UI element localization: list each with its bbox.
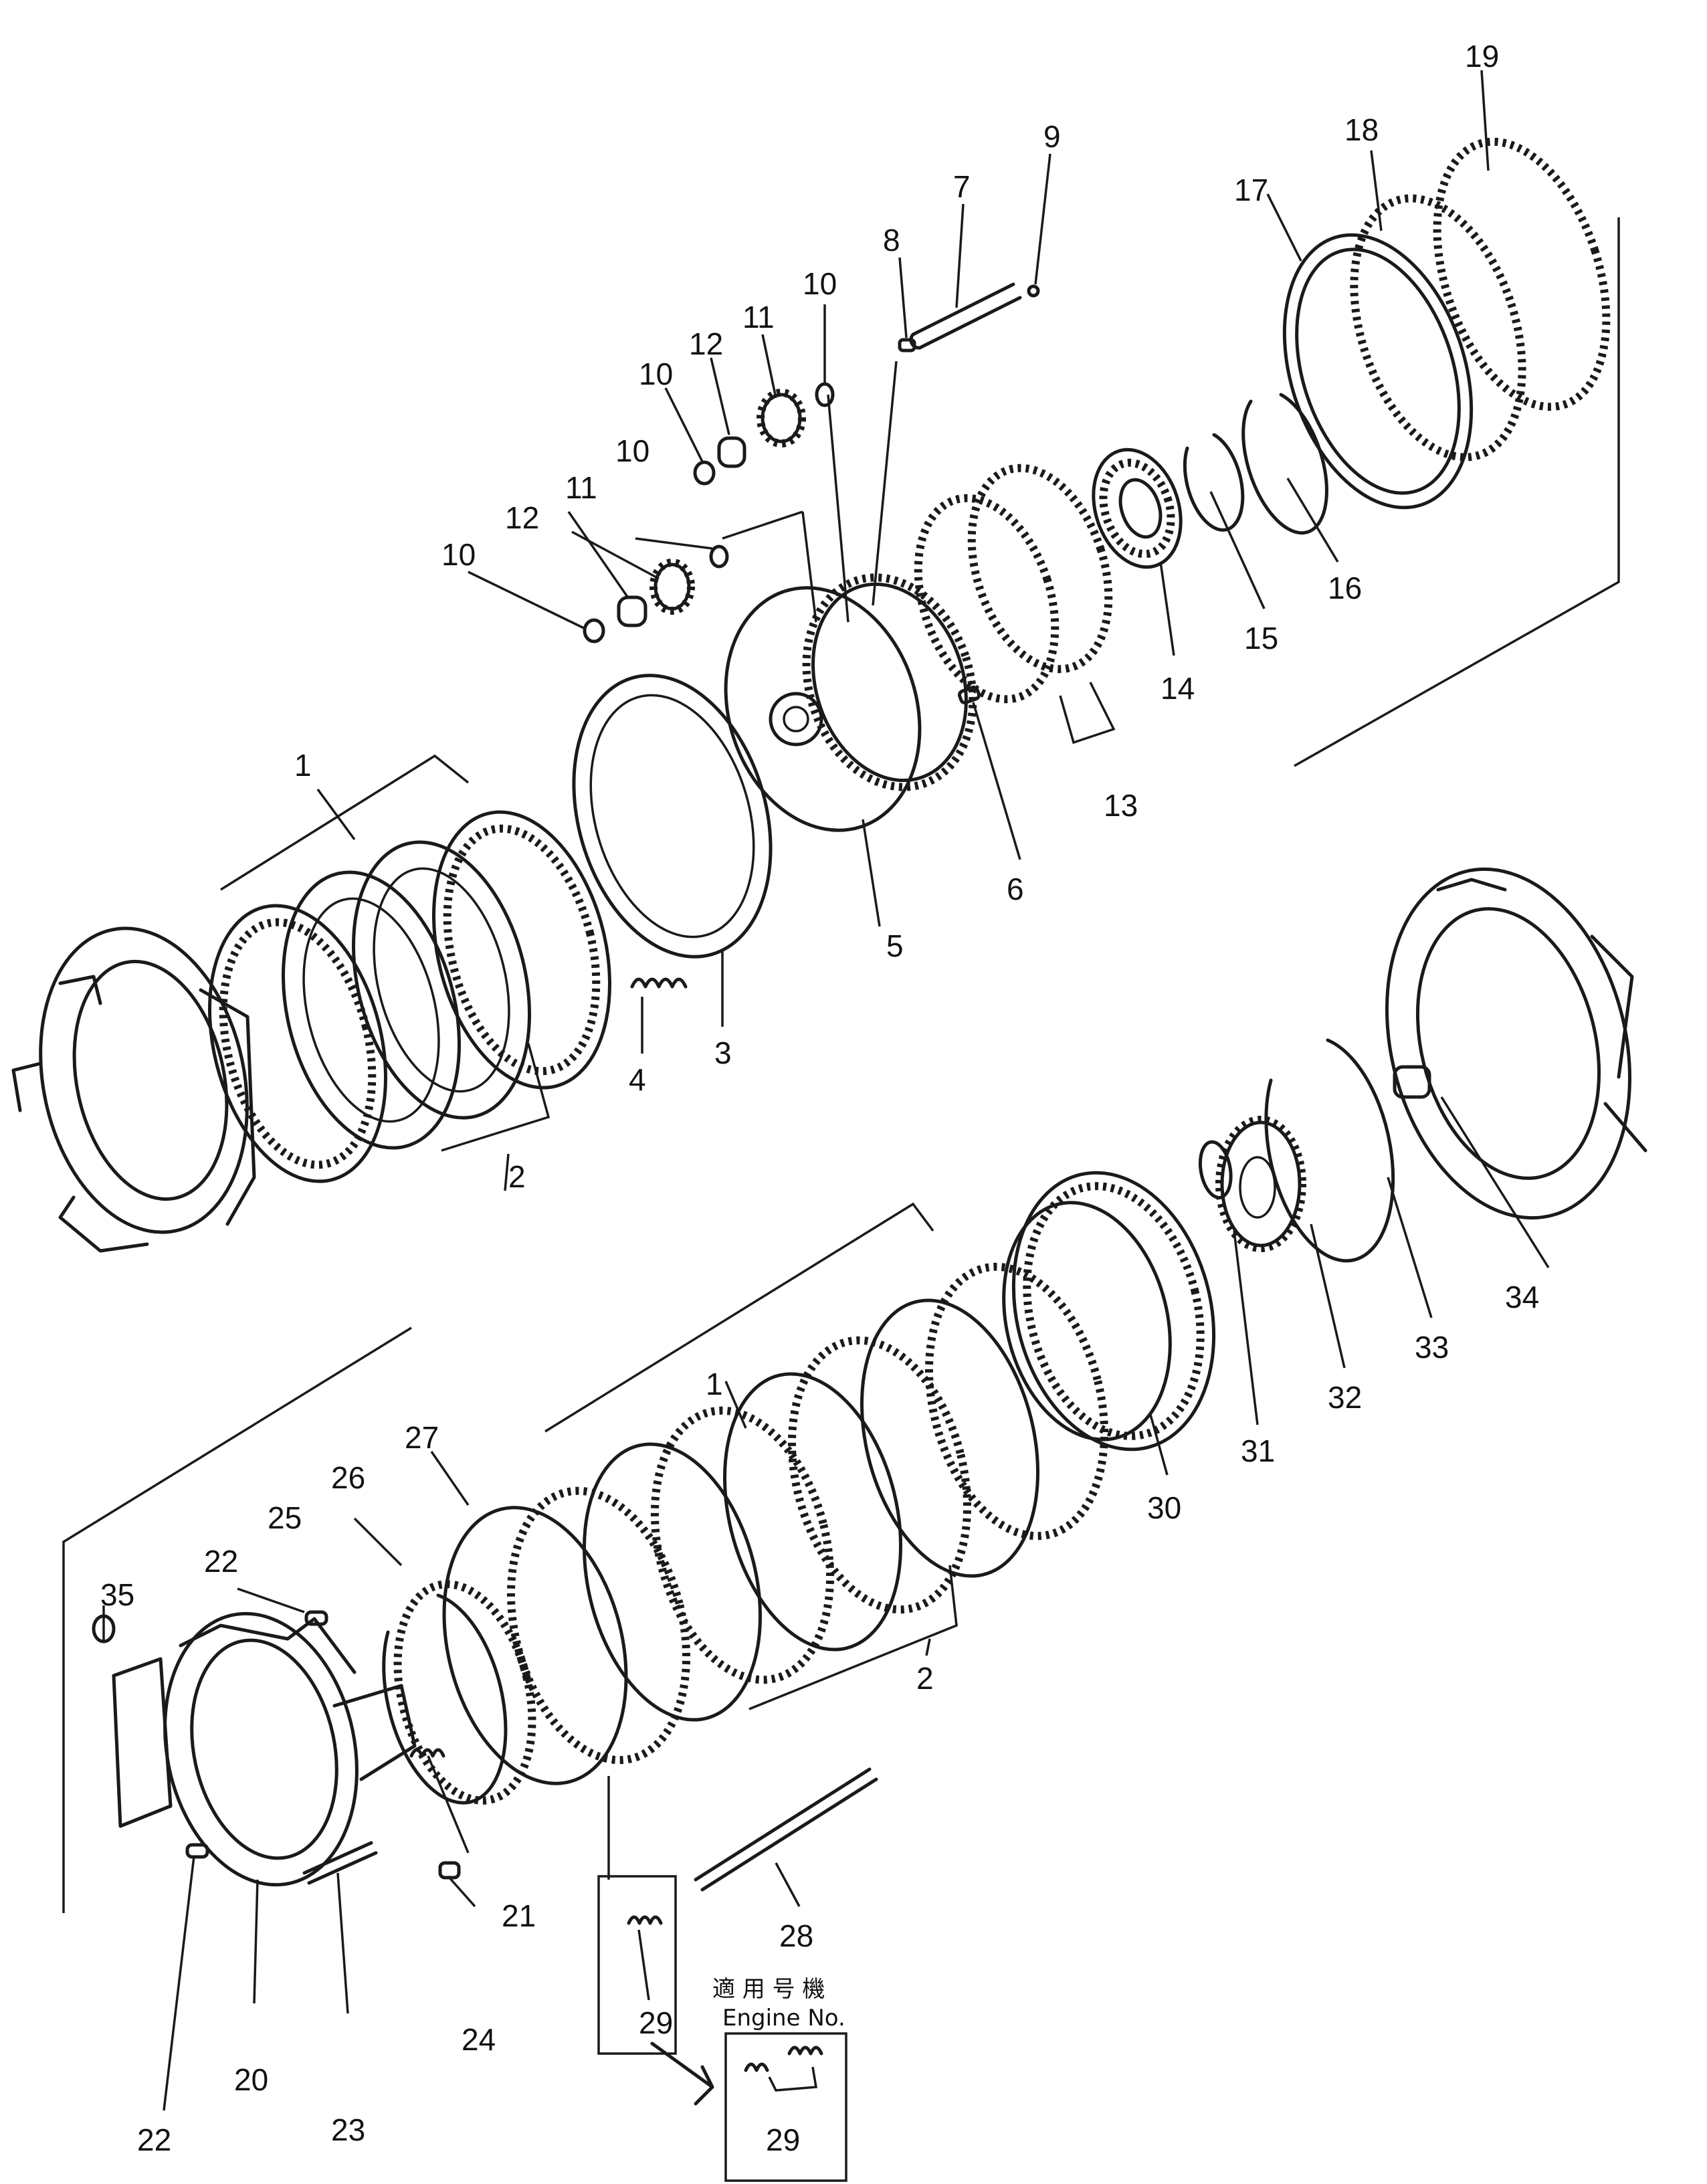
- callout-2: 2: [916, 1661, 934, 1696]
- callout-17: 17: [1234, 173, 1268, 207]
- snap-ring-31: [1198, 1140, 1233, 1199]
- callout-29: 29: [766, 2122, 800, 2157]
- washer-10: [815, 382, 835, 407]
- callout-29: 29: [639, 2005, 673, 2040]
- callout-11: 11: [742, 300, 775, 334]
- pin-23: [302, 1841, 378, 1885]
- spring-21: [409, 1748, 445, 1758]
- ring-gear-30: [1002, 1171, 1216, 1452]
- callout-15: 15: [1244, 621, 1278, 656]
- callout-23: 23: [331, 2112, 365, 2147]
- snap-ring-25: [382, 1593, 508, 1805]
- callout-20: 20: [234, 2062, 268, 2097]
- rod-28: [694, 1767, 878, 1892]
- callout-13: 13: [1104, 788, 1138, 823]
- callout-26: 26: [331, 1460, 365, 1495]
- callout-16: 16: [1328, 571, 1362, 605]
- pin-8: [898, 338, 916, 353]
- bushing-12: [617, 595, 647, 627]
- callout-19: 19: [1465, 39, 1499, 74]
- upper-assembly: [11, 70, 1620, 1253]
- snap-ring-33: [1264, 1038, 1395, 1263]
- carrier-5: [724, 573, 977, 832]
- bearing-14: [1092, 448, 1183, 569]
- plate-27: [442, 1506, 628, 1785]
- callout-labels: 1 2 3 4 5 6 7 8 9 10 10 10 10 11 11 12 1…: [100, 39, 1539, 2157]
- callout-33: 33: [1415, 1330, 1449, 1365]
- bushing-12: [717, 436, 746, 468]
- ring-19: [1433, 137, 1611, 411]
- engine-no-label: Engine No.: [722, 2005, 845, 2031]
- ball-9: [1027, 284, 1040, 298]
- washer-10: [693, 460, 716, 486]
- callout-1: 1: [706, 1367, 723, 1401]
- callout-28: 28: [779, 1918, 813, 1953]
- callout-24: 24: [462, 2022, 496, 2057]
- callout-35: 35: [100, 1577, 134, 1612]
- callout-9: 9: [1043, 119, 1061, 154]
- callout-6: 6: [1007, 872, 1024, 906]
- callout-8: 8: [883, 223, 900, 258]
- pinion-gear-11: [649, 559, 695, 615]
- callout-5: 5: [886, 928, 904, 963]
- lower-leader-lines: [102, 1381, 931, 2111]
- callout-30: 30: [1147, 1490, 1181, 1525]
- pin-22: [185, 1843, 209, 1859]
- callout-21: 21: [502, 1898, 536, 1933]
- shaft-7: [909, 282, 1022, 350]
- callout-25: 25: [268, 1500, 302, 1535]
- callout-10: 10: [441, 537, 476, 572]
- callout-7: 7: [953, 169, 971, 204]
- upper-leader-lines: [316, 70, 1490, 1191]
- right-housing-assembly: [1002, 867, 1647, 1476]
- upper-housing: [11, 926, 256, 1253]
- callout-22: 22: [204, 1544, 238, 1579]
- applicable-serial-label: 適 用 号 機: [712, 1976, 825, 2003]
- washer-10: [709, 544, 729, 569]
- ring-17: [1282, 233, 1474, 510]
- callout-18: 18: [1344, 112, 1379, 147]
- callout-11: 11: [565, 470, 597, 505]
- callout-10: 10: [639, 357, 673, 391]
- spring-detail-box: [597, 1875, 677, 2055]
- callout-10: 10: [803, 266, 837, 301]
- lower-clutch-pack: [506, 1202, 1109, 1765]
- callout-32: 32: [1328, 1380, 1362, 1415]
- bushing-34: [1393, 1065, 1431, 1099]
- callout-27: 27: [405, 1420, 439, 1455]
- engine-variant-box: [724, 2032, 847, 2182]
- housing-20: [112, 1611, 417, 1887]
- washer-10: [583, 618, 605, 643]
- callout-12: 12: [689, 326, 723, 361]
- snap-ring-15: [1183, 433, 1245, 532]
- spring-4: [630, 977, 688, 989]
- callout-2: 2: [508, 1159, 526, 1194]
- arrow-icon: [650, 2042, 714, 2106]
- ring-26: [393, 1580, 536, 1805]
- pin-24: [438, 1861, 461, 1880]
- callout-3: 3: [714, 1035, 732, 1070]
- housing-34: [1385, 867, 1647, 1220]
- ring-18: [1350, 194, 1526, 462]
- pin-22: [304, 1610, 328, 1626]
- callout-1: 1: [294, 748, 312, 783]
- callout-12: 12: [505, 500, 539, 535]
- plate-3: [572, 674, 773, 959]
- callout-10: 10: [615, 433, 649, 468]
- pinion-gear-11: [757, 389, 806, 448]
- callout-4: 4: [629, 1062, 646, 1097]
- callout-34: 34: [1505, 1280, 1539, 1314]
- callout-14: 14: [1161, 671, 1195, 706]
- snap-ring-16: [1241, 393, 1328, 535]
- callout-31: 31: [1241, 1433, 1275, 1468]
- upper-clutch-pack: [208, 754, 611, 1183]
- rings-13: [914, 464, 1116, 744]
- callout-22: 22: [137, 2122, 171, 2157]
- pin-6: [957, 685, 981, 705]
- hub-32: [1215, 1116, 1306, 1252]
- lower-assembly: [62, 1202, 1109, 2182]
